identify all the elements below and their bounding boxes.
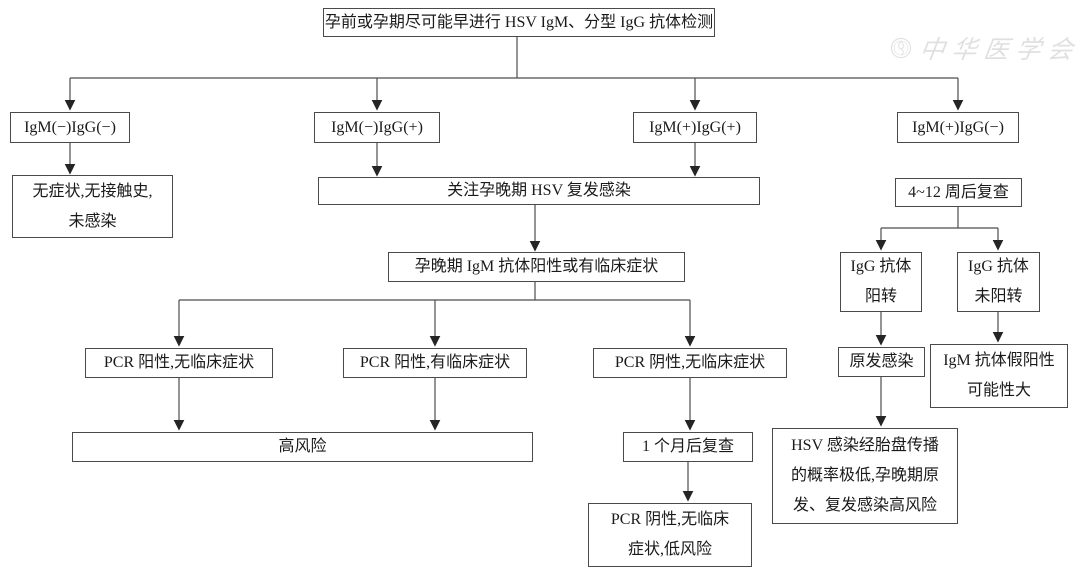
node-label: PCR 阴性,无临床 xyxy=(610,511,730,528)
node-label: 关注孕晚期 HSV 复发感染 xyxy=(447,182,631,199)
node-igm-pos-igg-pos: IgM(+)IgG(+) xyxy=(633,112,757,143)
node-recheck-1month: 1 个月后复查 xyxy=(623,432,753,462)
node-start: 孕前或孕期尽可能早进行 HSV IgM、分型 IgG 抗体检测 xyxy=(323,8,715,37)
node-label: IgM(−)IgG(+) xyxy=(331,118,423,136)
node-primary-infection: 原发感染 xyxy=(838,347,925,377)
node-hsv-placenta-note: HSV 感染经胎盘传播 的概率极低,孕晚期原 发、复发感染高风险 xyxy=(772,428,958,524)
node-label: 孕晚期 IgM 抗体阳性或有临床症状 xyxy=(414,258,659,275)
node-igm-pos-igg-neg: IgM(+)IgG(−) xyxy=(897,112,1019,143)
node-late-igm: 孕晚期 IgM 抗体阳性或有临床症状 xyxy=(388,252,685,282)
node-label: 可能性大 xyxy=(966,382,1031,399)
node-label: IgG 抗体 xyxy=(968,258,1029,275)
node-label: 未阳转 xyxy=(974,288,1023,305)
node-label: 未感染 xyxy=(68,212,117,230)
node-label: 孕前或孕期尽可能早进行 HSV IgM、分型 IgG 抗体检测 xyxy=(324,13,714,31)
node-label: 的概率极低,孕晚期原 xyxy=(790,467,939,484)
node-igm-neg-igg-neg: IgM(−)IgG(−) xyxy=(10,112,130,143)
node-label: HSV 感染经胎盘传播 xyxy=(791,437,939,454)
node-no-infection: 无症状,无接触史, 未感染 xyxy=(12,175,173,238)
node-label: IgM 抗体假阳性 xyxy=(943,352,1055,369)
node-label: 症状,低风险 xyxy=(627,541,712,558)
node-label: IgM(+)IgG(−) xyxy=(912,118,1004,136)
node-pcr-neg-no-symptom: PCR 阴性,无临床症状 xyxy=(593,348,787,378)
node-recheck-4-12weeks: 4~12 周后复查 xyxy=(895,178,1022,207)
node-label: IgG 抗体 xyxy=(850,258,912,275)
node-late-recurrent: 关注孕晚期 HSV 复发感染 xyxy=(318,177,760,205)
node-igg-seroconversion: IgG 抗体 阳转 xyxy=(840,252,922,312)
node-high-risk: 高风险 xyxy=(72,432,533,462)
node-pcr-neg-low-risk: PCR 阴性,无临床 症状,低风险 xyxy=(588,503,752,567)
node-igm-false-positive: IgM 抗体假阳性 可能性大 xyxy=(930,344,1068,408)
node-label: 1 个月后复查 xyxy=(641,438,734,455)
node-label: IgM(−)IgG(−) xyxy=(24,118,116,136)
node-label: PCR 阴性,无临床症状 xyxy=(614,354,766,371)
node-label: PCR 阳性,有临床症状 xyxy=(359,354,511,371)
node-label: PCR 阳性,无临床症状 xyxy=(103,354,255,371)
node-label: 4~12 周后复查 xyxy=(908,183,1009,201)
node-pcr-pos-symptom: PCR 阳性,有临床症状 xyxy=(343,348,527,378)
node-label: 原发感染 xyxy=(849,353,914,370)
node-pcr-pos-no-symptom: PCR 阳性,无临床症状 xyxy=(85,348,273,378)
node-label: IgM(+)IgG(+) xyxy=(649,118,741,136)
node-label: 发、复发感染高风险 xyxy=(792,497,937,514)
node-label: 高风险 xyxy=(278,438,327,455)
node-label: 无症状,无接触史, xyxy=(32,182,153,200)
node-igg-no-seroconversion: IgG 抗体 未阳转 xyxy=(957,252,1040,312)
node-igm-neg-igg-pos: IgM(−)IgG(+) xyxy=(314,112,440,143)
node-label: 阳转 xyxy=(864,288,897,305)
